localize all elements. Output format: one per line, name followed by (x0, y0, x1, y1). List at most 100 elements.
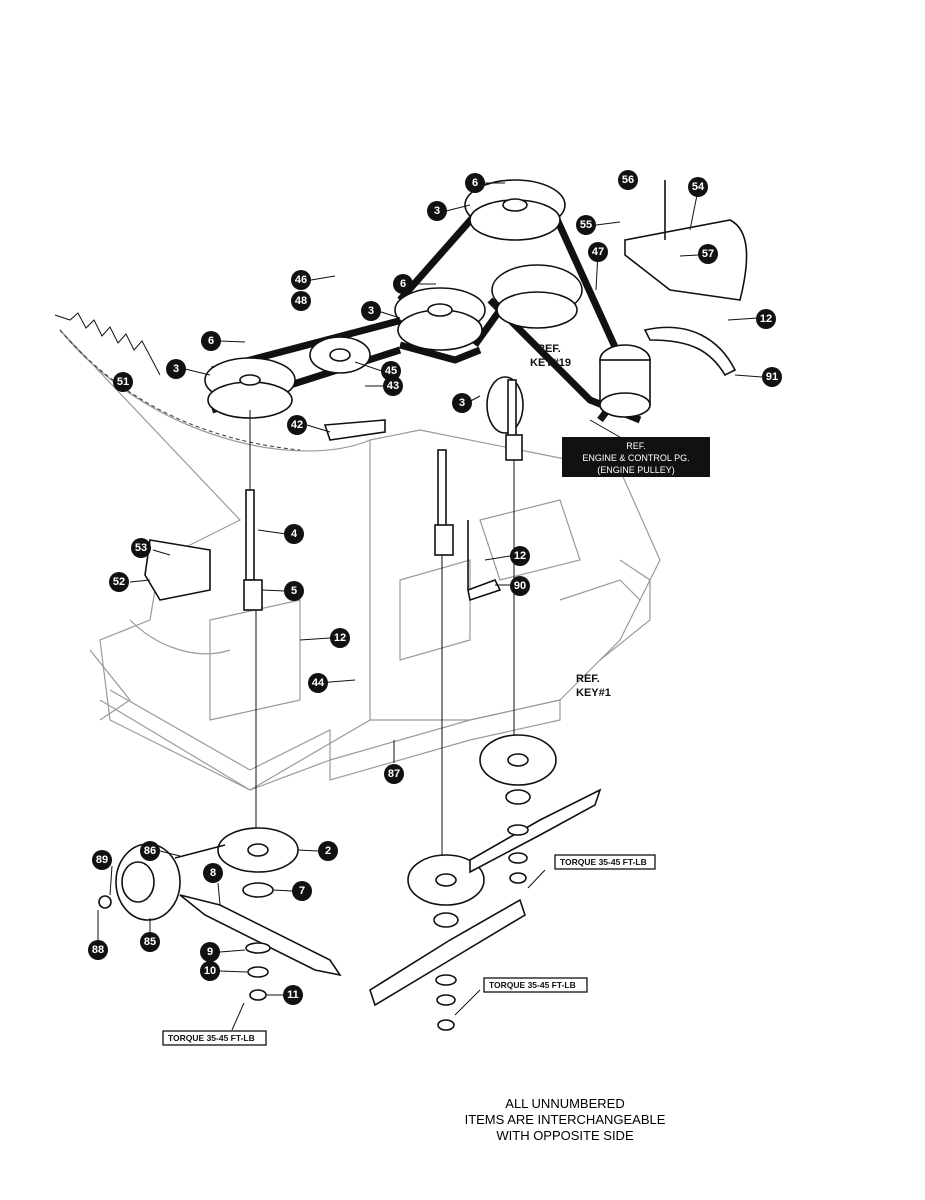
callout-3d: 3 (452, 393, 472, 413)
callout-6c: 6 (201, 331, 221, 351)
svg-text:47: 47 (592, 246, 604, 258)
svg-text:5: 5 (291, 585, 297, 597)
callout-91: 91 (762, 367, 782, 387)
svg-text:90: 90 (514, 580, 526, 592)
note-line-2: ITEMS ARE INTERCHANGEABLE (464, 1112, 666, 1127)
callout-87: 87 (384, 764, 404, 784)
svg-text:12: 12 (514, 550, 526, 562)
svg-text:89: 89 (96, 854, 108, 866)
svg-text:3: 3 (459, 397, 465, 409)
callout-44: 44 (308, 673, 328, 693)
callout-89: 89 (92, 850, 112, 870)
callout-46: 46 (291, 270, 311, 290)
svg-text:3: 3 (368, 305, 374, 317)
pulleys (204, 179, 651, 434)
callout-85: 85 (140, 932, 160, 952)
svg-text:6: 6 (400, 278, 406, 290)
svg-text:45: 45 (385, 365, 397, 377)
note-line-3: WITH OPPOSITE SIDE (496, 1128, 634, 1143)
callout-3c: 3 (166, 359, 186, 379)
torque-label-left: TORQUE 35-45 FT-LB (162, 1030, 267, 1046)
svg-text:8: 8 (210, 867, 216, 879)
ref-key19-label: REF. KEY#19 (530, 343, 571, 369)
svg-text:TORQUE 35-45 FT-LB: TORQUE 35-45 FT-LB (168, 1033, 255, 1043)
svg-text:57: 57 (702, 248, 714, 260)
svg-text:46: 46 (295, 274, 307, 286)
engine-ref-line-3: (ENGINE PULLEY) (597, 465, 675, 475)
svg-text:87: 87 (388, 768, 400, 780)
callout-52: 52 (109, 572, 129, 592)
callout-4: 4 (284, 524, 304, 544)
callout-57: 57 (698, 244, 718, 264)
callout-5: 5 (284, 581, 304, 601)
svg-text:12: 12 (334, 632, 346, 644)
interchangeable-note: ALL UNNUMBERED ITEMS ARE INTERCHANGEABLE… (450, 1096, 680, 1144)
spindles (243, 379, 523, 860)
engine-ref-line-2: ENGINE & CONTROL PG. (582, 453, 690, 463)
svg-text:56: 56 (622, 174, 634, 186)
svg-text:10: 10 (204, 965, 216, 977)
ref-key1-label: REF. KEY#1 (576, 673, 611, 699)
callout-48: 48 (291, 291, 311, 311)
svg-text:TORQUE 35-45 FT-LB: TORQUE 35-45 FT-LB (560, 857, 647, 867)
svg-text:4: 4 (291, 528, 298, 540)
svg-text:44: 44 (312, 677, 325, 689)
svg-text:52: 52 (113, 576, 125, 588)
callout-3b: 3 (361, 301, 381, 321)
svg-text:3: 3 (434, 205, 440, 217)
svg-text:91: 91 (766, 371, 778, 383)
svg-text:TORQUE 35-45 FT-LB: TORQUE 35-45 FT-LB (489, 980, 576, 990)
callout-51: 51 (113, 372, 133, 392)
torque-label-right-upper: TORQUE 35-45 FT-LB (554, 854, 656, 870)
svg-text:54: 54 (692, 181, 705, 193)
callout-47: 47 (588, 242, 608, 262)
brackets (144, 180, 748, 602)
callout-12b: 12 (510, 546, 530, 566)
callout-7: 7 (292, 881, 312, 901)
callout-55: 55 (576, 215, 596, 235)
svg-text:43: 43 (387, 380, 399, 392)
svg-text:48: 48 (295, 295, 307, 307)
ref-engine-pulley-label: REF. ENGINE & CONTROL PG. (ENGINE PULLEY… (562, 437, 710, 477)
callout-43: 43 (383, 376, 403, 396)
svg-text:11: 11 (287, 989, 299, 1001)
svg-text:85: 85 (144, 936, 156, 948)
torque-label-right-lower: TORQUE 35-45 FT-LB (483, 977, 588, 993)
idler-spring (54, 312, 161, 376)
callout-12c: 12 (330, 628, 350, 648)
svg-text:7: 7 (299, 885, 305, 897)
svg-text:2: 2 (325, 845, 331, 857)
callout-6b: 6 (393, 274, 413, 294)
callout-42: 42 (287, 415, 307, 435)
callout-56: 56 (618, 170, 638, 190)
callout-3a: 3 (427, 201, 447, 221)
callout-8: 8 (203, 863, 223, 883)
svg-text:REF.: REF. (537, 343, 561, 355)
svg-text:6: 6 (208, 335, 214, 347)
gauge-wheel (98, 843, 226, 921)
note-line-1: ALL UNNUMBERED (505, 1096, 625, 1111)
callout-88: 88 (88, 940, 108, 960)
svg-text:88: 88 (92, 944, 104, 956)
callout-10: 10 (200, 961, 220, 981)
svg-text:51: 51 (117, 376, 129, 388)
svg-text:53: 53 (135, 542, 147, 554)
svg-text:55: 55 (580, 219, 592, 231)
svg-text:42: 42 (291, 419, 303, 431)
svg-text:REF.: REF. (576, 673, 600, 685)
svg-text:9: 9 (207, 946, 213, 958)
svg-text:12: 12 (760, 313, 772, 325)
callout-45: 45 (381, 361, 401, 381)
callout-12a: 12 (756, 309, 776, 329)
callout-86: 86 (140, 841, 160, 861)
deck-housing-ghost (59, 329, 661, 791)
engine-ref-line-1: REF. (626, 441, 646, 451)
svg-text:KEY#19: KEY#19 (530, 357, 571, 369)
callout-11: 11 (283, 985, 303, 1005)
callout-6a: 6 (465, 173, 485, 193)
blade-hubs (217, 734, 557, 928)
callout-54: 54 (688, 177, 708, 197)
svg-text:6: 6 (472, 177, 478, 189)
blades (179, 788, 602, 1007)
